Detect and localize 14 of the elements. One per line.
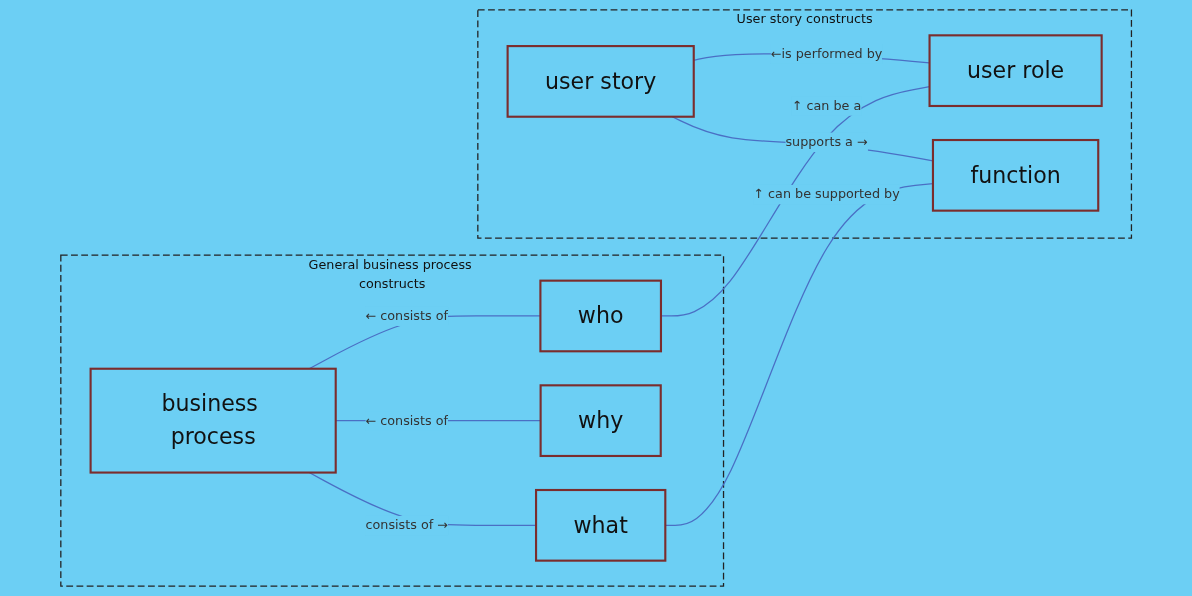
- node-box: function: [931, 138, 1100, 212]
- node-box: business process: [89, 367, 337, 474]
- edge-label: ↑ can be a: [791, 98, 862, 114]
- node-box: who: [539, 279, 662, 353]
- edge-label: ←is performed by: [770, 45, 883, 61]
- edge-label: consists of →: [365, 517, 448, 533]
- edge-label: ← consists of: [365, 412, 448, 429]
- edge-label: supports a →: [785, 134, 868, 150]
- edge-label: ↑ can be supported by: [753, 186, 900, 202]
- node-box: user story: [506, 45, 695, 118]
- node-box: why: [539, 384, 662, 458]
- node-box: user role: [928, 34, 1103, 108]
- edge-label: ← consists of: [365, 308, 448, 324]
- node-box: what: [534, 488, 667, 562]
